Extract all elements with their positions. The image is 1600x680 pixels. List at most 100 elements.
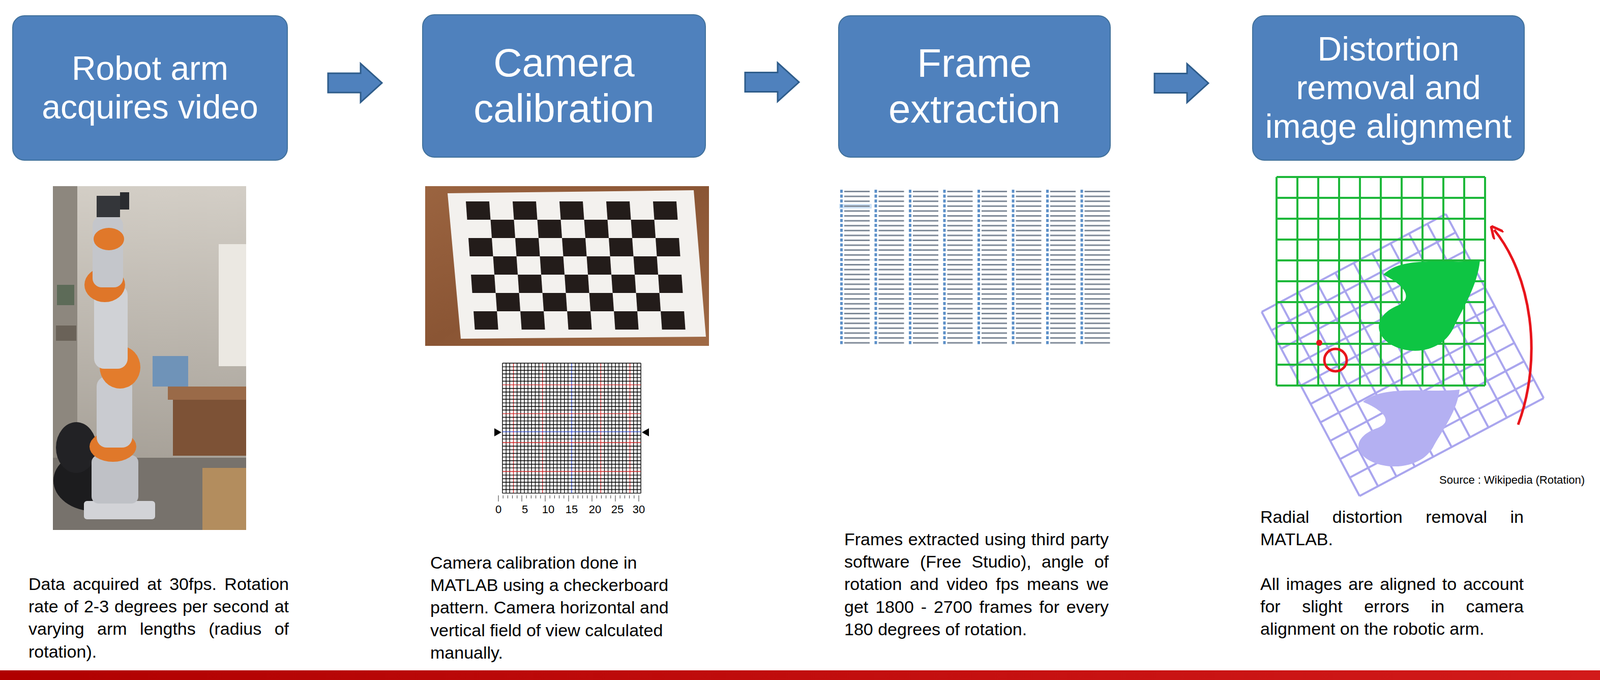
file-icon bbox=[874, 331, 878, 335]
file-name-line bbox=[844, 322, 870, 324]
checker-square bbox=[631, 219, 657, 239]
file-name-line bbox=[912, 224, 939, 227]
file-name-line bbox=[912, 303, 939, 305]
ruler-tick bbox=[512, 495, 513, 499]
file-name-line bbox=[912, 200, 939, 202]
file-name-line bbox=[844, 278, 870, 281]
ruler-tick bbox=[629, 495, 630, 499]
file-icon bbox=[1046, 297, 1049, 301]
file-icon bbox=[1012, 233, 1015, 237]
file-name-line bbox=[981, 342, 1007, 344]
file-name-line bbox=[878, 322, 905, 324]
file-name-line bbox=[878, 278, 905, 281]
file-icon bbox=[874, 316, 878, 320]
file-icon bbox=[943, 262, 946, 266]
file-name-line bbox=[1050, 293, 1076, 295]
file-icon bbox=[1012, 268, 1015, 272]
file-icon bbox=[1012, 302, 1015, 306]
file-icon bbox=[874, 194, 878, 198]
file-icon bbox=[977, 272, 981, 276]
file-icon bbox=[1012, 282, 1015, 286]
file-icon bbox=[1080, 243, 1084, 247]
file-icon bbox=[1080, 306, 1084, 310]
file-icon bbox=[908, 262, 912, 266]
grid-line bbox=[1276, 342, 1486, 345]
block-arrow bbox=[745, 63, 799, 102]
file-name-line bbox=[912, 239, 939, 242]
ruler-tick bbox=[568, 495, 570, 502]
file-name-line bbox=[947, 205, 973, 207]
file-name-line bbox=[947, 190, 973, 193]
file-name-line bbox=[912, 220, 939, 222]
file-icon bbox=[908, 194, 912, 198]
file-icon bbox=[1046, 253, 1049, 257]
file-icon bbox=[840, 233, 843, 237]
file-icon bbox=[1080, 233, 1084, 237]
file-icon bbox=[1046, 311, 1049, 315]
file-icon bbox=[1012, 331, 1015, 335]
file-icon bbox=[977, 243, 981, 247]
file-name-line bbox=[1016, 317, 1042, 320]
checker-square bbox=[613, 311, 639, 330]
file-name-line bbox=[912, 322, 939, 324]
file-icon bbox=[874, 199, 878, 203]
file-icon bbox=[908, 287, 912, 291]
file-name-line bbox=[878, 239, 905, 242]
file-icon bbox=[1046, 292, 1049, 296]
grid-line bbox=[502, 470, 641, 472]
file-icon bbox=[840, 272, 843, 276]
file-icon bbox=[874, 204, 878, 208]
file-name-line bbox=[1084, 293, 1111, 295]
file-icon bbox=[908, 297, 912, 301]
file-icon bbox=[1080, 336, 1084, 340]
photo-poster bbox=[218, 244, 247, 367]
file-icon bbox=[908, 214, 912, 218]
file-icon bbox=[1046, 268, 1049, 272]
file-name-line bbox=[912, 293, 939, 295]
file-name-line bbox=[1050, 205, 1076, 207]
file-icon bbox=[943, 204, 946, 208]
checker-square bbox=[586, 256, 612, 275]
file-icon bbox=[1080, 326, 1084, 330]
file-name-line bbox=[912, 327, 939, 330]
file-name-line bbox=[844, 332, 870, 334]
file-name-line bbox=[1050, 332, 1076, 334]
file-name-line bbox=[947, 303, 973, 305]
file-name-line bbox=[912, 317, 939, 320]
file-icon bbox=[977, 238, 981, 242]
checker-square bbox=[611, 274, 637, 293]
file-icon bbox=[943, 282, 946, 286]
file-name-line bbox=[1050, 303, 1076, 305]
file-name-line bbox=[1084, 278, 1111, 281]
ruler-tick bbox=[545, 495, 546, 502]
file-name-line bbox=[844, 283, 870, 285]
grid-line bbox=[502, 442, 641, 443]
file-icon bbox=[943, 199, 946, 203]
file-name-line bbox=[1016, 190, 1042, 193]
process-box: Distortion removal and image alignment bbox=[1252, 15, 1525, 161]
ruler-number: 30 bbox=[623, 503, 655, 516]
file-name-line bbox=[981, 215, 1007, 217]
file-name-line bbox=[844, 205, 870, 207]
file-icon bbox=[874, 257, 878, 261]
file-icon bbox=[943, 306, 946, 310]
process-box: Frame extraction bbox=[838, 15, 1111, 158]
file-icon bbox=[908, 311, 912, 315]
file-icon bbox=[977, 204, 981, 208]
file-icon bbox=[840, 238, 843, 242]
grid-line bbox=[502, 366, 641, 367]
file-name-line bbox=[1016, 244, 1042, 247]
file-icon bbox=[1046, 321, 1049, 325]
file-icon bbox=[874, 262, 878, 266]
file-icon bbox=[977, 228, 981, 232]
ruler-tick bbox=[586, 495, 588, 499]
file-icon bbox=[1080, 199, 1084, 203]
file-name-line bbox=[1016, 342, 1042, 344]
file-name-line bbox=[1084, 234, 1111, 236]
grid-line bbox=[502, 489, 641, 490]
file-icon bbox=[840, 223, 843, 227]
file-icon bbox=[1046, 282, 1049, 286]
robot-camera bbox=[96, 195, 121, 218]
file-name-line bbox=[1050, 254, 1076, 256]
file-icon bbox=[1080, 223, 1084, 227]
